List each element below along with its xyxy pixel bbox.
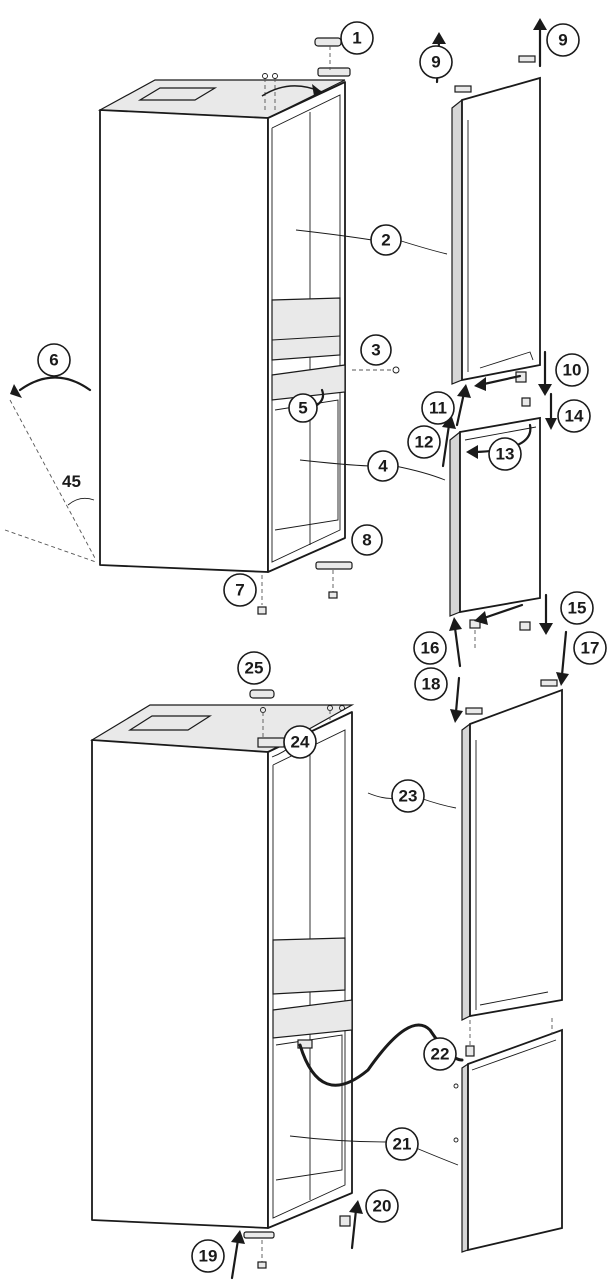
bottom-fridge-cabinet [90, 704, 355, 1229]
callout-19: 19 [191, 1239, 225, 1273]
callout-22: 22 [423, 1037, 457, 1071]
callout-24: 24 [283, 725, 317, 759]
callout-9-left: 9 [419, 45, 453, 79]
callout-1-label: 1 [352, 29, 361, 48]
callout-25: 25 [237, 651, 271, 685]
callout-3-label: 3 [371, 341, 380, 360]
callout-8-label: 8 [362, 531, 371, 550]
callout-25-label: 25 [245, 659, 264, 678]
callout-10-label: 10 [563, 361, 582, 380]
callout-11-label: 11 [429, 399, 447, 418]
bottom-arrows [230, 630, 569, 1280]
callout-18-label: 18 [422, 675, 441, 694]
callout-6: 6 [37, 343, 71, 377]
callout-9-right: 9 [546, 23, 580, 57]
top-bottom-hinge [257, 561, 353, 615]
callout-8: 8 [351, 524, 383, 556]
callout-1: 1 [340, 21, 374, 55]
callout-11: 11 [421, 391, 455, 425]
callout-3: 3 [360, 334, 392, 366]
upper-door-bottom-assembly [461, 679, 563, 1057]
callout-17-label: 17 [581, 639, 600, 658]
callout-21: 21 [385, 1127, 419, 1161]
callout-7-label: 7 [235, 581, 244, 600]
callout-14-label: 14 [565, 407, 584, 426]
callout-2: 2 [370, 224, 402, 256]
callout-20: 20 [365, 1189, 399, 1223]
callout-16: 16 [413, 631, 447, 665]
callout-7: 7 [223, 573, 257, 607]
tilt-angle-guide: 45 [4, 399, 97, 563]
callout-9-right-label: 9 [558, 31, 567, 50]
callout-24-label: 24 [291, 733, 310, 752]
lower-door-top-assembly [449, 371, 541, 648]
callout-5: 5 [288, 393, 318, 423]
callout-17: 17 [573, 631, 607, 665]
callout-15-label: 15 [568, 599, 587, 618]
callout-22-label: 22 [431, 1045, 450, 1064]
callout-16-label: 16 [421, 639, 440, 658]
callout-12-label: 12 [415, 433, 434, 452]
callout-23: 23 [391, 779, 425, 813]
top-fridge-cabinet [97, 79, 346, 573]
callout-13: 13 [488, 437, 522, 471]
upper-door-top-assembly [451, 55, 541, 385]
callout-15: 15 [560, 591, 594, 625]
callout-20-label: 20 [373, 1197, 392, 1216]
callout-5-label: 5 [298, 399, 307, 418]
callout-14: 14 [557, 399, 591, 433]
top-leaders [295, 229, 448, 481]
callout-2-label: 2 [381, 231, 390, 250]
bottom-hinge-parts [243, 689, 351, 1269]
callout-4: 4 [367, 450, 399, 482]
callout-13-label: 13 [496, 445, 515, 464]
callout-23-label: 23 [399, 787, 418, 806]
callout-4-label: 4 [378, 457, 388, 476]
callout-21-label: 21 [393, 1135, 412, 1154]
callout-6-label: 6 [49, 351, 58, 370]
lower-door-bottom-assembly [453, 1018, 563, 1253]
callout-9-left-label: 9 [431, 53, 440, 72]
callout-19-label: 19 [199, 1247, 218, 1266]
callout-10: 10 [555, 353, 589, 387]
callout-12: 12 [407, 425, 441, 459]
callout-18: 18 [414, 667, 448, 701]
angle-label: 45 [62, 472, 81, 491]
